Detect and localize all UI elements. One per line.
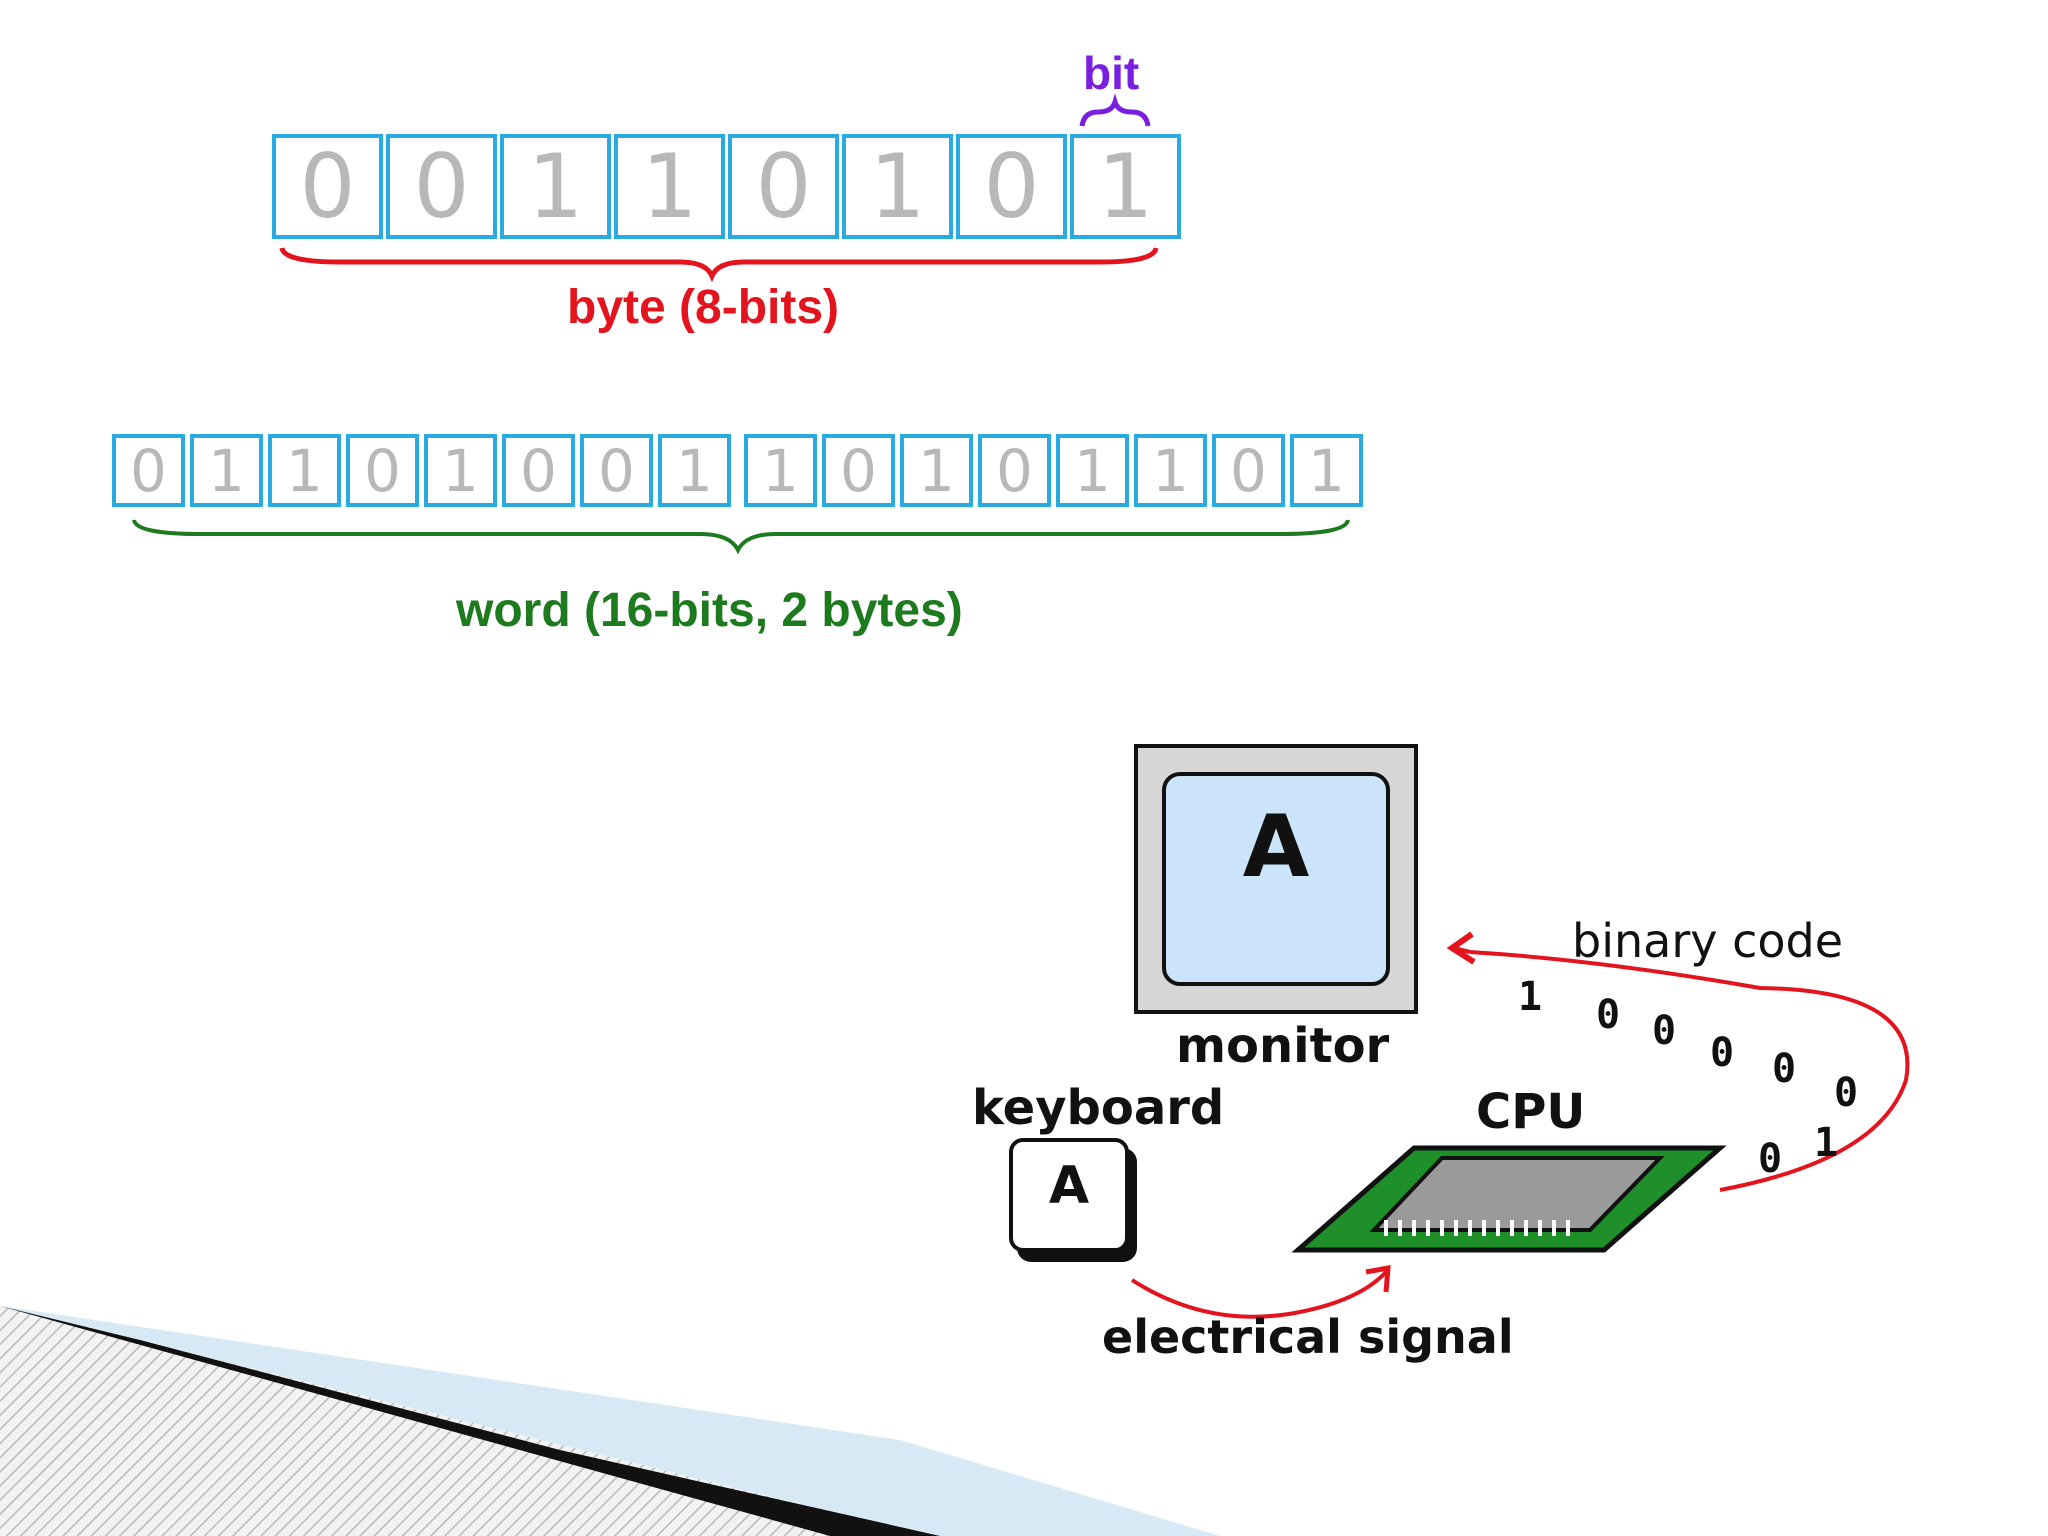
- bit-cell: 1: [1070, 134, 1181, 239]
- bit-cell: 1: [500, 134, 611, 239]
- bit-cell: 1: [268, 434, 341, 507]
- bit-cell: 1: [190, 434, 263, 507]
- monitor-screen: A: [1162, 772, 1390, 986]
- bit-cell: 1: [1290, 434, 1363, 507]
- bit-cell: 0: [728, 134, 839, 239]
- byte-brace: [279, 247, 1159, 283]
- binary-digit: 0: [1652, 1008, 1677, 1054]
- bit-cell: 1: [1056, 434, 1129, 507]
- keyboard-label: keyboard: [972, 1080, 1225, 1136]
- signal-arrow: [1130, 1270, 1388, 1319]
- binary-code-label: binary code: [1572, 914, 1844, 968]
- monitor-screen-letter: A: [1242, 797, 1310, 897]
- bit-cell: 1: [900, 434, 973, 507]
- bit-cell: 0: [822, 434, 895, 507]
- bit-cell: 0: [978, 434, 1051, 507]
- binary-digit: 0: [1596, 992, 1621, 1038]
- bit-cell: 1: [842, 134, 953, 239]
- keyboard-key-icon: A: [1009, 1138, 1129, 1252]
- cpu-label: CPU: [1476, 1084, 1586, 1140]
- bit-brace: [1079, 93, 1151, 127]
- monitor-icon: A: [1134, 744, 1418, 1014]
- cpu-pins: [1384, 1220, 1570, 1236]
- bit-cell: 0: [580, 434, 653, 507]
- bit-cell: 0: [386, 134, 497, 239]
- binary-arrowhead: [1446, 931, 1476, 965]
- binary-digit: 0: [1758, 1136, 1783, 1182]
- bit-cell: 1: [744, 434, 817, 507]
- bit-cell: 0: [112, 434, 185, 507]
- monitor-label: monitor: [1176, 1018, 1390, 1074]
- bit-cell: 0: [272, 134, 383, 239]
- bit-cell: 0: [346, 434, 419, 507]
- cpu-chip: [1369, 1156, 1665, 1232]
- byte-label: byte (8-bits): [567, 281, 840, 334]
- black-wedge: [0, 1306, 940, 1536]
- light-blue-band: [0, 1306, 1220, 1536]
- word-brace: [132, 519, 1350, 555]
- bit-cell: 1: [424, 434, 497, 507]
- bit-cell: 1: [658, 434, 731, 507]
- binary-digit: 0: [1710, 1030, 1735, 1076]
- bit-cell: 0: [502, 434, 575, 507]
- bit-cell: 0: [956, 134, 1067, 239]
- electrical-signal-label: electrical signal: [1102, 1310, 1514, 1364]
- binary-digit: 1: [1814, 1120, 1839, 1166]
- binary-digit: 1: [1518, 974, 1543, 1020]
- signal-arrowhead: [1365, 1264, 1391, 1293]
- word-label: word (16-bits, 2 bytes): [456, 584, 963, 637]
- bit-cell: 1: [1134, 434, 1207, 507]
- binary-digit: 0: [1834, 1070, 1859, 1116]
- key-letter: A: [1048, 1156, 1090, 1216]
- bit-label: bit: [1083, 47, 1140, 99]
- bit-cell: 0: [1212, 434, 1285, 507]
- binary-arrow: [1469, 950, 1910, 1192]
- bit-cell: 1: [614, 134, 725, 239]
- binary-digit: 0: [1772, 1046, 1797, 1092]
